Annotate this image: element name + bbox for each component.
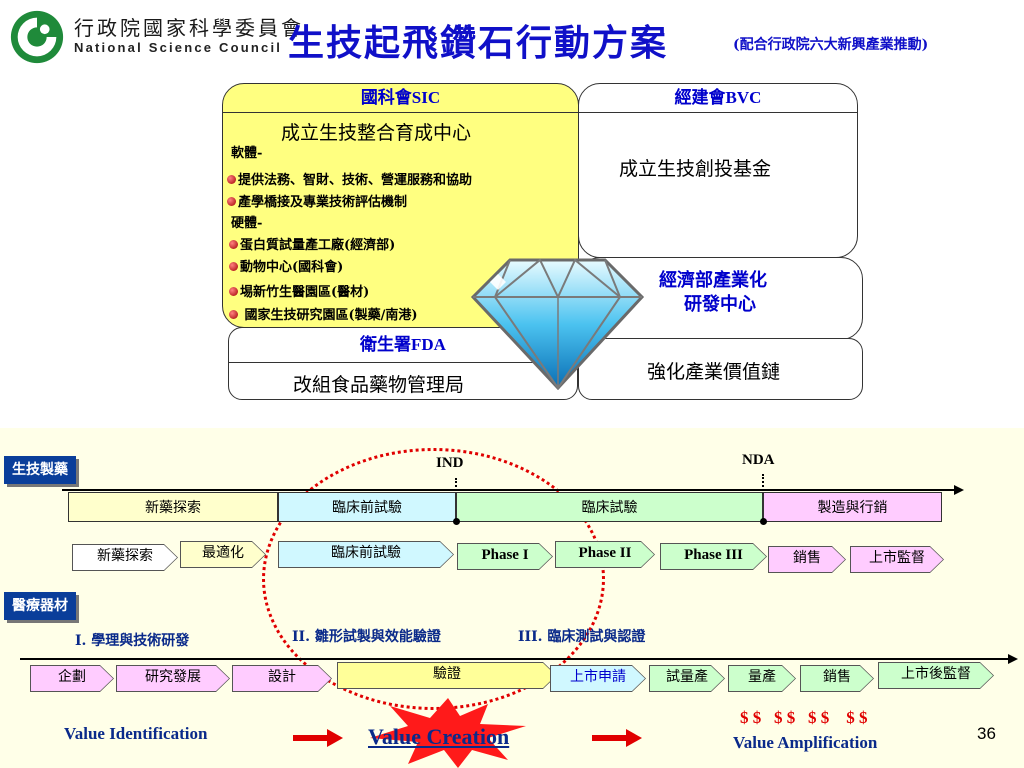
red-arrow-icon: [592, 729, 642, 747]
moea-line-1: 經濟部產業化: [659, 270, 767, 291]
sic-hardware-item: 動物中心(國科會): [229, 256, 343, 275]
stage-manufacturing: 製造與行銷: [763, 492, 942, 522]
focus-ellipse: [262, 448, 605, 710]
panel-fda-head: 衛生署FDA: [229, 328, 577, 363]
pharma-step: 最適化: [180, 541, 266, 568]
nsc-logo-icon: [10, 10, 64, 64]
panel-value-chain: 強化產業價值鏈: [578, 338, 863, 400]
pharma-step: 新藥探索: [72, 544, 178, 571]
value-identification: Value Identification: [64, 724, 208, 743]
moea-line-2: 研發中心: [684, 294, 756, 315]
sic-hardware-label: 硬體-: [231, 216, 263, 231]
device-step: 上市後監督: [878, 662, 994, 689]
pharma-step: Phase III: [660, 543, 767, 570]
pharma-step: 上市監督: [850, 546, 944, 573]
sic-hardware-item: 蛋白質試量產工廠(經濟部): [229, 234, 395, 253]
sic-software-item: 提供法務、智財、技術、營運服務和協助: [227, 169, 472, 188]
panel-bvc-head: 經建會BVC: [579, 84, 857, 113]
device-timeline: [20, 658, 1008, 660]
starburst-icon: [370, 698, 526, 768]
ind-dot: [453, 518, 460, 525]
panel-bvc: 經建會BVC 成立生技創投基金: [578, 83, 858, 258]
title-note: (配合行政院六大新興產業推動): [733, 37, 929, 53]
sic-main-text: 成立生技整合育成中心: [281, 122, 472, 144]
page-number: 36: [977, 724, 996, 743]
value-chain-text: 強化產業價值鏈: [647, 361, 781, 383]
pharma-timeline-arrowhead: [954, 485, 964, 495]
stage-clinical: 臨床試驗: [456, 492, 763, 522]
stage-drug-discovery: 新藥探索: [68, 492, 278, 522]
nda-dot: [760, 518, 767, 525]
tag-device: 醫療器材: [4, 592, 76, 620]
device-phase-2: II. 雛形試製與效能驗證: [292, 629, 441, 645]
device-phase-3: III. 臨床測試與認證: [518, 629, 646, 645]
red-arrow-icon: [293, 729, 343, 747]
device-step: 企劃: [30, 665, 114, 692]
dollar-signs: $ $ $ $ $ $ $ $: [740, 708, 868, 727]
device-step: 驗證: [337, 662, 557, 689]
sic-hardware-item: 國家生技研究園區(製藥/南港): [229, 304, 418, 323]
sic-hardware-item: 埸新竹生醫園區(醫材): [229, 281, 369, 300]
sic-software-item: 產學橋接及專業技術評估機制: [227, 191, 407, 210]
bvc-main-text: 成立生技創投基金: [619, 158, 772, 180]
nda-label: NDA: [742, 452, 775, 468]
org-name-english: National Science Council: [74, 40, 283, 55]
device-step: 研究發展: [116, 665, 230, 692]
fda-main-text: 改組食品藥物管理局: [293, 374, 465, 396]
pharma-step: 臨床前試驗: [278, 541, 454, 568]
device-timeline-arrowhead: [1008, 654, 1018, 664]
device-step: 銷售: [800, 665, 874, 692]
device-phase-1: I. 學理與技術研發: [75, 633, 190, 649]
panel-sic-head: 國科會SIC: [223, 84, 578, 113]
org-name-chinese: 行政院國家科學委員會: [74, 16, 304, 40]
pharma-timeline: [62, 489, 954, 491]
device-step: 上市申請: [550, 665, 646, 692]
tag-pharma: 生技製藥: [4, 456, 76, 484]
page-title: 生技起飛鑽石行動方案: [288, 22, 669, 64]
pharma-step: Phase I: [457, 543, 553, 570]
diamond-icon: [470, 258, 645, 390]
pharma-step: Phase II: [555, 541, 655, 568]
value-amplification: Value Amplification: [733, 733, 878, 752]
sic-software-label: 軟體-: [231, 146, 263, 161]
ind-label: IND: [436, 455, 464, 471]
value-creation: Value Creation: [368, 724, 510, 749]
stage-preclinical: 臨床前試驗: [278, 492, 456, 522]
device-step: 試量產: [649, 665, 725, 692]
device-step: 設計: [232, 665, 332, 692]
device-step: 量產: [728, 665, 796, 692]
pharma-step: 銷售: [768, 546, 846, 573]
